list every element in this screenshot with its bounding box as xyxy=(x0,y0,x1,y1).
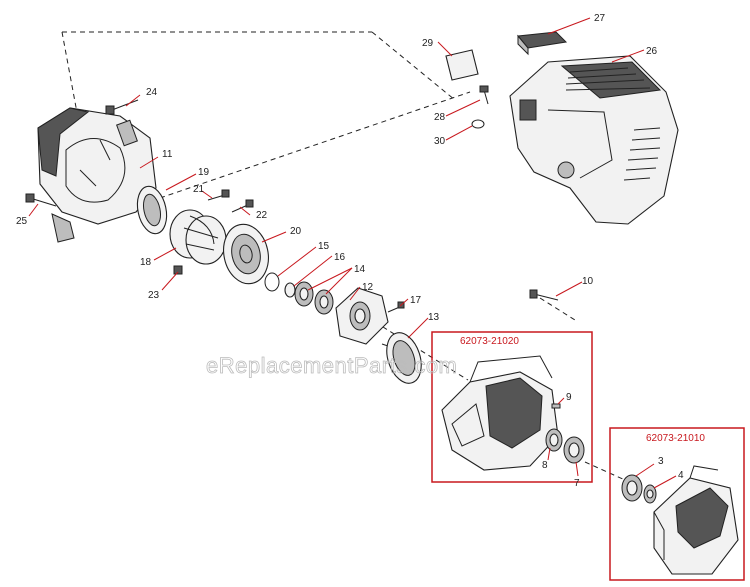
crankcase-half-part[interactable] xyxy=(441,355,559,471)
engine-cover-part-26[interactable] xyxy=(509,55,679,225)
callout-4: 4 xyxy=(678,470,684,481)
screw-part-23[interactable] xyxy=(173,265,183,275)
callout-leaders xyxy=(28,17,677,489)
callout-20: 20 xyxy=(290,226,302,237)
callout-14: 14 xyxy=(354,264,366,275)
callout-18: 18 xyxy=(140,257,152,268)
assembly-part-number: 62073-21020 xyxy=(460,336,519,347)
flywheel-part-13[interactable] xyxy=(381,328,428,387)
clip-part-30[interactable] xyxy=(471,119,485,129)
washer-part-16[interactable] xyxy=(284,282,296,298)
bolt-part-24[interactable] xyxy=(105,99,139,115)
callout-7: 7 xyxy=(574,478,580,489)
clutch-drum-part-20[interactable] xyxy=(218,220,274,288)
callout-8: 8 xyxy=(542,460,548,471)
callout-16: 16 xyxy=(334,252,346,263)
assembly-box-62073-21020[interactable]: 62073-21020 xyxy=(431,331,593,483)
ring-part-19[interactable] xyxy=(133,184,170,237)
snap-ring-part-15[interactable] xyxy=(264,272,280,292)
crankcase-half-part[interactable] xyxy=(653,465,739,575)
label-part-29[interactable] xyxy=(445,49,479,81)
callout-22: 22 xyxy=(256,210,268,221)
callout-29: 29 xyxy=(422,38,434,49)
pin-part-9[interactable] xyxy=(551,403,561,409)
callout-27: 27 xyxy=(594,13,606,24)
bolt-part-17[interactable] xyxy=(387,301,405,313)
callout-24: 24 xyxy=(146,87,158,98)
bearing-part-7[interactable] xyxy=(563,436,585,464)
callout-9: 9 xyxy=(566,392,572,403)
bearing-housing-part-12[interactable] xyxy=(335,287,389,345)
screw-part-28[interactable] xyxy=(479,85,489,105)
seal-part-4[interactable] xyxy=(643,484,657,504)
bearing-part-8[interactable] xyxy=(545,428,563,452)
callout-11: 11 xyxy=(162,149,173,160)
callout-labels: 24 11 19 21 22 25 18 20 15 16 14 23 12 1… xyxy=(16,13,684,489)
callout-25: 25 xyxy=(16,216,28,227)
bolt-part-10[interactable] xyxy=(529,289,559,301)
alignment-guides xyxy=(61,31,626,481)
bearing-part-3[interactable] xyxy=(621,474,643,502)
clutch-shoe-part-18[interactable] xyxy=(169,209,227,265)
callout-19: 19 xyxy=(198,167,210,178)
assembly-part-number: 62073-21010 xyxy=(646,433,705,444)
callout-3: 3 xyxy=(658,456,664,467)
callout-26: 26 xyxy=(646,46,658,57)
callout-23: 23 xyxy=(148,290,160,301)
watermark-text: eReplacementParts.com xyxy=(206,353,457,378)
bolt-part-22[interactable] xyxy=(231,199,254,213)
cap-part-27[interactable] xyxy=(517,31,568,56)
bearing-part-14[interactable] xyxy=(294,281,334,315)
callout-15: 15 xyxy=(318,241,330,252)
callout-30: 30 xyxy=(434,136,446,147)
callout-10: 10 xyxy=(582,276,594,287)
callout-28: 28 xyxy=(434,112,446,123)
callout-17: 17 xyxy=(410,295,422,306)
assembly-box-62073-21010[interactable]: 62073-21010 xyxy=(609,427,745,581)
callout-21: 21 xyxy=(193,184,205,195)
bolt-part-21[interactable] xyxy=(207,189,230,201)
bolt-part-25[interactable] xyxy=(25,193,57,207)
callout-13: 13 xyxy=(428,312,440,323)
callout-12: 12 xyxy=(362,282,374,293)
clutch-housing-part-11[interactable] xyxy=(37,107,157,243)
